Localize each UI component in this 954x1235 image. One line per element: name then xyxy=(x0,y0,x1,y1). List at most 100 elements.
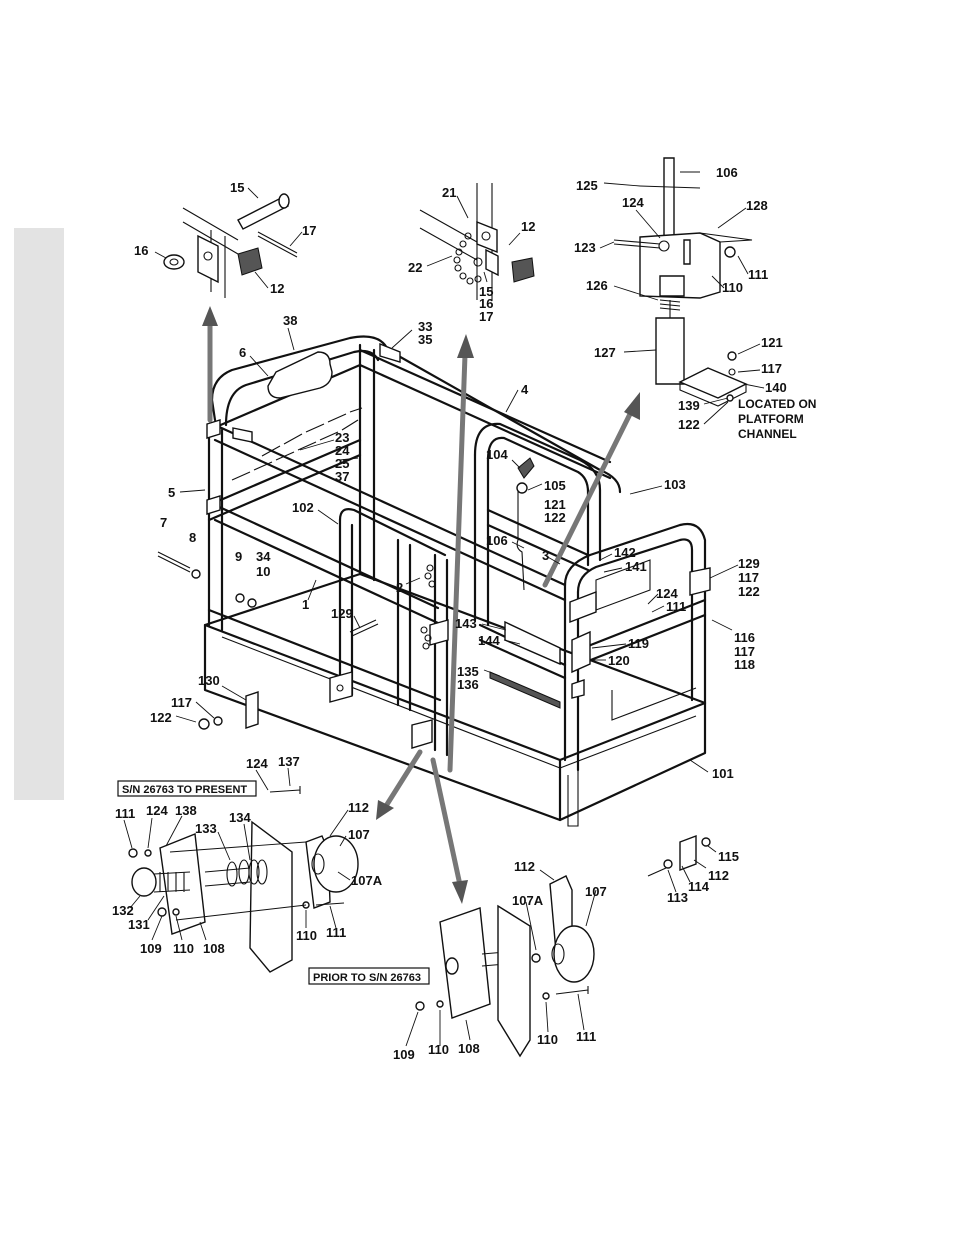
callout: 124 xyxy=(146,803,168,818)
callout: 37 xyxy=(335,469,349,484)
callout: 113 xyxy=(667,890,688,905)
callout: 126 xyxy=(586,278,608,293)
callout: 129 xyxy=(331,606,353,621)
callout: 121 xyxy=(761,335,783,350)
callout: 121 xyxy=(544,497,566,512)
callout: 142 xyxy=(614,545,636,560)
callout: 4 xyxy=(521,382,529,397)
callout: 111 xyxy=(115,806,135,821)
callout: 35 xyxy=(418,332,432,347)
callout: 131 xyxy=(128,917,150,932)
callout: 106 xyxy=(486,533,508,548)
callout: 38 xyxy=(283,313,297,328)
callout: 2 xyxy=(396,580,403,595)
callout: 112 xyxy=(708,868,729,883)
callout: 110 xyxy=(428,1042,449,1057)
callout: 112 xyxy=(348,800,369,815)
callout: 129 xyxy=(738,556,760,571)
callout: 110 xyxy=(537,1032,558,1047)
callout: 16 xyxy=(479,296,493,311)
callout: 123 xyxy=(574,240,596,255)
callout: 106 xyxy=(716,165,738,180)
callout: 21 xyxy=(442,185,456,200)
callout: 101 xyxy=(712,766,734,781)
callout-labels: 15 17 16 12 21 12 22 15 16 17 125 106 12… xyxy=(112,165,787,1062)
callout: 114 xyxy=(688,879,710,894)
callout: 109 xyxy=(393,1047,415,1062)
callout: 132 xyxy=(112,903,134,918)
callout: 124 xyxy=(246,756,268,771)
callout: 25 xyxy=(335,456,349,471)
callout: 108 xyxy=(458,1041,480,1056)
callout: 116 xyxy=(734,630,755,645)
callout: 118 xyxy=(734,657,755,672)
callout: 135 xyxy=(457,664,479,679)
callout: 109 xyxy=(140,941,162,956)
location-note: LOCATED ON PLATFORM CHANNEL xyxy=(738,397,816,441)
callout: 110 xyxy=(296,928,317,943)
note-line-1: LOCATED ON xyxy=(738,397,816,411)
callout: 120 xyxy=(608,653,630,668)
callout: 141 xyxy=(625,559,647,574)
callout: 5 xyxy=(168,485,175,500)
callout: 122 xyxy=(150,710,172,725)
callout: 102 xyxy=(292,500,314,515)
callout: 143 xyxy=(455,616,477,631)
callout: 110 xyxy=(722,280,743,295)
side-tab xyxy=(14,228,64,800)
callout: 107A xyxy=(351,873,383,888)
callout-arrows xyxy=(202,306,640,904)
callout: 107A xyxy=(512,893,544,908)
callout: 111 xyxy=(666,599,686,614)
leader-lines xyxy=(123,171,765,1047)
callout: 111 xyxy=(326,925,346,940)
detail-gate-latch xyxy=(613,157,753,385)
detail-pin-assembly xyxy=(163,193,298,298)
callout: 105 xyxy=(544,478,566,493)
callout: 137 xyxy=(278,754,300,769)
callout: 122 xyxy=(738,584,760,599)
callout: 117 xyxy=(734,644,755,659)
callout: 124 xyxy=(656,586,678,601)
callout: 134 xyxy=(229,810,251,825)
callout: 104 xyxy=(486,447,508,462)
callout: 1 xyxy=(302,597,309,612)
detail-controller-current xyxy=(128,786,359,973)
callout: 22 xyxy=(408,260,422,275)
callout: 115 xyxy=(718,849,739,864)
callout: 124 xyxy=(622,195,644,210)
callout: 8 xyxy=(189,530,196,545)
detail-chain-pin xyxy=(419,183,535,300)
callout: 3 xyxy=(542,548,549,563)
callout: 117 xyxy=(171,695,192,710)
callout: 117 xyxy=(738,570,759,585)
callout: 117 xyxy=(761,361,782,376)
callout: 122 xyxy=(544,510,566,525)
callout: 128 xyxy=(746,198,768,213)
callout: 139 xyxy=(678,398,700,413)
callout: 140 xyxy=(765,380,787,395)
callout: 17 xyxy=(302,223,316,238)
callout: 111 xyxy=(748,267,768,282)
callout: 138 xyxy=(175,803,197,818)
callout: 119 xyxy=(628,636,649,651)
callout: 130 xyxy=(198,673,220,688)
serial-box-prior-text: PRIOR TO S/N 26763 xyxy=(313,972,421,984)
serial-box-present-text: S/N 26763 TO PRESENT xyxy=(122,784,247,796)
platform-basket xyxy=(157,335,711,877)
callout: 34 xyxy=(256,549,271,564)
callout: 10 xyxy=(256,564,270,579)
serial-box-prior: PRIOR TO S/N 26763 xyxy=(308,967,430,985)
note-line-3: CHANNEL xyxy=(738,427,797,441)
callout: 24 xyxy=(335,443,350,458)
callout: 12 xyxy=(521,219,535,234)
callout: 122 xyxy=(678,417,700,432)
callout: 15 xyxy=(230,180,244,195)
callout: 108 xyxy=(203,941,225,956)
callout: 33 xyxy=(418,319,432,334)
callout: 107 xyxy=(585,884,607,899)
callout: 16 xyxy=(134,243,148,258)
callout: 110 xyxy=(173,941,194,956)
detail-controller-prior xyxy=(415,875,595,1058)
